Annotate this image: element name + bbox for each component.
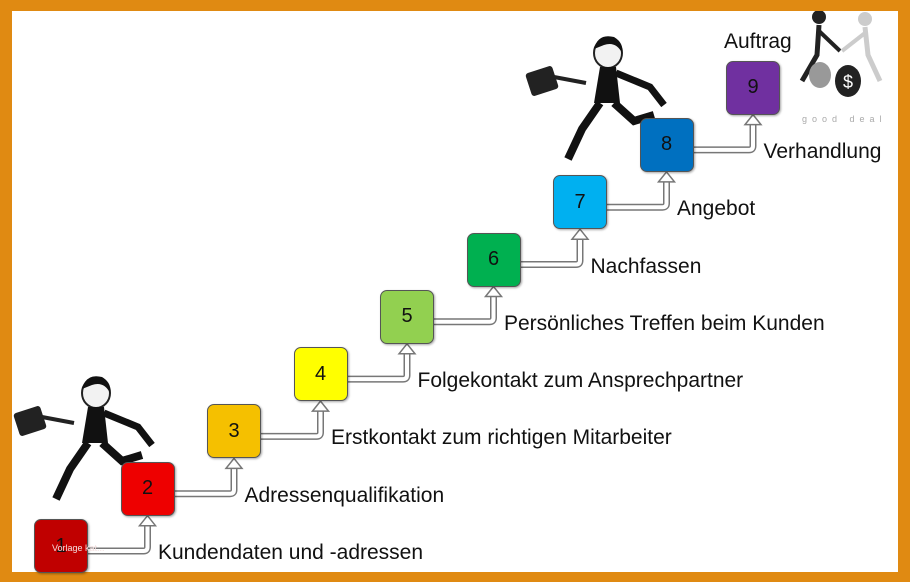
arrow-head: [224, 457, 244, 470]
connector-arrow-inner: [434, 294, 496, 324]
step-box-7: 7: [553, 175, 607, 230]
arrow-head: [656, 170, 677, 183]
step-box-5: 5: [380, 289, 434, 344]
step-number: 4: [314, 362, 327, 385]
step-box-2: 2: [120, 461, 175, 516]
step-label-5: Persönliches Treffen beim Kunden: [504, 311, 825, 335]
step-label-8: Verhandlung: [763, 139, 882, 163]
step-label-4: Folgekontakt zum Ansprechpartner: [417, 369, 744, 393]
connector-arrow-inner: [693, 122, 755, 152]
step-label-2: Adressenqualifikation: [244, 483, 445, 507]
handshake-money-icon: $: [799, 11, 883, 97]
connector-arrow: [347, 351, 411, 383]
step-label-3: Erstkontakt zum richtigen Mitarbeiter: [331, 426, 672, 450]
arrows-layer: [88, 113, 763, 555]
step-box-9: 9: [726, 60, 780, 115]
connector-arrow: [261, 409, 324, 440]
diagram-frame: $ 1 Kundendaten und -adressen 2 Adressenqua…: [12, 11, 898, 573]
arrow-head: [483, 285, 504, 298]
step-number: 6: [487, 248, 500, 270]
step-number: 3: [228, 419, 240, 442]
arrow-head: [137, 514, 158, 527]
connector-arrow-inner: [261, 409, 323, 439]
connector-arrow-inner: [607, 179, 669, 210]
step-number: 9: [747, 76, 759, 99]
step-label-1: Kundendaten und -adressen: [158, 541, 424, 564]
step-number: 1: [55, 534, 67, 557]
connector-arrow: [520, 237, 584, 268]
arrow-head: [310, 399, 331, 412]
dollar-symbol: $: [843, 72, 853, 92]
connector-arrow-inner: [520, 237, 582, 267]
diagram-canvas: $: [13, 11, 883, 555]
connector-arrow-inner: [347, 351, 409, 382]
step-box-3: 3: [207, 404, 261, 459]
connector-arrow: [174, 466, 238, 498]
step-box-4: 4: [293, 347, 348, 402]
step-label-9: Auftrag: [724, 29, 792, 53]
step-box-1: 1: [34, 519, 88, 573]
step-number: 8: [660, 133, 673, 156]
connector-arrow: [607, 179, 670, 211]
arrow-head: [397, 342, 417, 355]
connector-arrow-inner: [174, 466, 236, 496]
step-box-6: 6: [466, 232, 521, 287]
step-number: 7: [574, 190, 586, 213]
connector-arrow: [693, 122, 757, 154]
step-box-8: 8: [639, 117, 694, 172]
step-label-6: Nachfassen: [590, 254, 702, 278]
logo-text: good deal: [802, 114, 887, 124]
step-number: 5: [401, 305, 413, 328]
businesswoman-icon: [525, 36, 667, 161]
step-label-7: Angebot: [677, 197, 756, 221]
connector-arrow-inner: [88, 523, 150, 553]
arrow-head: [570, 227, 590, 240]
businesswoman-icon: [13, 376, 155, 501]
connector-arrow: [434, 294, 497, 326]
watermark-text: Vorlage kat...: [52, 543, 105, 553]
step-number: 2: [141, 477, 154, 500]
arrow-head: [743, 113, 763, 126]
